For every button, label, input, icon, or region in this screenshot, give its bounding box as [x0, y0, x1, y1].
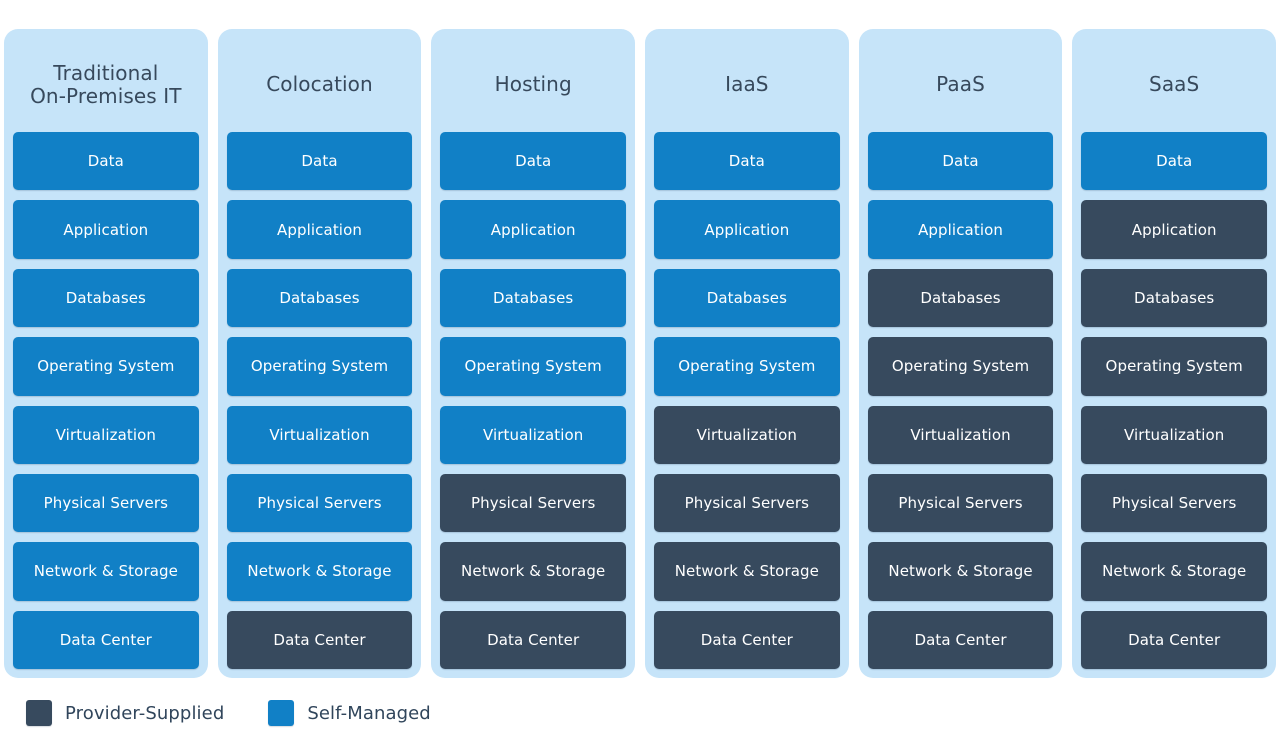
column-header: PaaS — [936, 72, 985, 97]
layer-cell: Data Center — [654, 610, 840, 669]
layer-cell: Virtualization — [867, 405, 1054, 464]
layer-cell: Databases — [867, 268, 1054, 328]
layer-cell: Operating System — [13, 337, 199, 396]
layer-cell: Data Center — [13, 610, 199, 669]
layer-cell: Data Center — [440, 610, 627, 669]
layer-cell: Network & Storage — [1081, 542, 1268, 601]
layer-cell: Virtualization — [440, 405, 627, 464]
layer-cell: Application — [13, 200, 199, 259]
layer-cell: Virtualization — [13, 405, 199, 464]
layer-cell: Physical Servers — [13, 473, 199, 533]
layer-cell: Operating System — [440, 337, 627, 396]
layer-cell: Network & Storage — [654, 542, 840, 601]
layer-cell: Data — [226, 132, 413, 191]
layer-cell: Virtualization — [654, 405, 840, 464]
layer-cell: Data — [13, 132, 199, 191]
column-header: SaaS — [1149, 72, 1200, 97]
layer-cell: Application — [226, 200, 413, 259]
layer-cell: Network & Storage — [13, 542, 199, 601]
layer-cell: Databases — [13, 268, 199, 328]
layer-cell: Network & Storage — [440, 542, 627, 601]
layer-cell: Physical Servers — [440, 473, 627, 533]
layer-cell: Databases — [226, 268, 413, 328]
legend-swatch-icon — [268, 700, 295, 726]
layer-cell: Operating System — [1081, 337, 1268, 396]
layer-cell: Physical Servers — [654, 473, 840, 533]
layer-cell: Data Center — [226, 610, 413, 669]
layer-cell: Application — [1081, 200, 1268, 259]
layer-cell: Application — [654, 200, 840, 259]
legend-item: Self-Managed — [268, 700, 431, 726]
layer-cell: Data Center — [867, 610, 1054, 669]
column-header: Hosting — [494, 72, 572, 97]
layer-cell: Network & Storage — [226, 542, 413, 601]
layer-cell: Data — [440, 132, 627, 191]
legend-label: Provider-Supplied — [65, 702, 225, 724]
layer-cell: Data — [654, 132, 840, 191]
column-header: Colocation — [266, 72, 373, 97]
layer-cell: Data — [1081, 132, 1268, 191]
legend-label: Self-Managed — [307, 702, 431, 724]
layer-cell: Operating System — [654, 337, 840, 396]
layer-cell: Data — [867, 132, 1054, 191]
layer-cell: Physical Servers — [867, 473, 1054, 533]
layer-cell: Network & Storage — [867, 542, 1054, 601]
layer-cell: Physical Servers — [226, 473, 413, 533]
layer-cell: Databases — [654, 268, 840, 328]
layer-cell: Operating System — [226, 337, 413, 396]
layer-cell: Databases — [1081, 268, 1268, 328]
layer-cell: Application — [440, 200, 627, 259]
column-header: IaaS — [725, 72, 769, 97]
legend-swatch-icon — [26, 700, 52, 726]
column-header: Traditional On-Premises IT — [30, 60, 182, 108]
legend: Provider-Supplied Self-Managed — [26, 700, 431, 726]
layer-cell: Physical Servers — [1081, 473, 1268, 533]
layer-cell: Databases — [440, 268, 627, 328]
layer-cell: Operating System — [867, 337, 1054, 396]
layer-cell: Virtualization — [1081, 405, 1268, 464]
legend-item: Provider-Supplied — [26, 700, 224, 726]
layer-cell: Data Center — [1081, 610, 1268, 669]
layer-cell: Application — [867, 200, 1054, 259]
layer-cell: Virtualization — [226, 405, 413, 464]
